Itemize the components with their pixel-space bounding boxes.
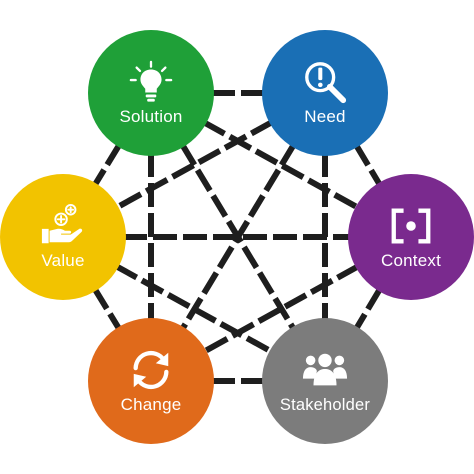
people-group-icon [302, 353, 348, 386]
node-value: Value [0, 174, 126, 300]
refresh-arrows-icon [133, 350, 169, 390]
hand-plus-icon [41, 203, 83, 244]
bracket-dot-icon [391, 208, 431, 244]
magnifier-exclamation-icon [305, 62, 347, 104]
node-stakeholder: Stakeholder [262, 318, 388, 444]
node-need: Need [262, 30, 388, 156]
node-change: Change [88, 318, 214, 444]
node-label: Stakeholder [279, 396, 371, 414]
node-label: Value [41, 251, 85, 270]
node-label: Need [304, 107, 346, 126]
node-label: Solution [119, 107, 183, 126]
node-label: Context [381, 251, 441, 270]
node-context: Context [348, 174, 474, 300]
node-solution: Solution [88, 30, 214, 156]
lightbulb-icon [129, 60, 173, 102]
node-label: Change [120, 395, 182, 414]
